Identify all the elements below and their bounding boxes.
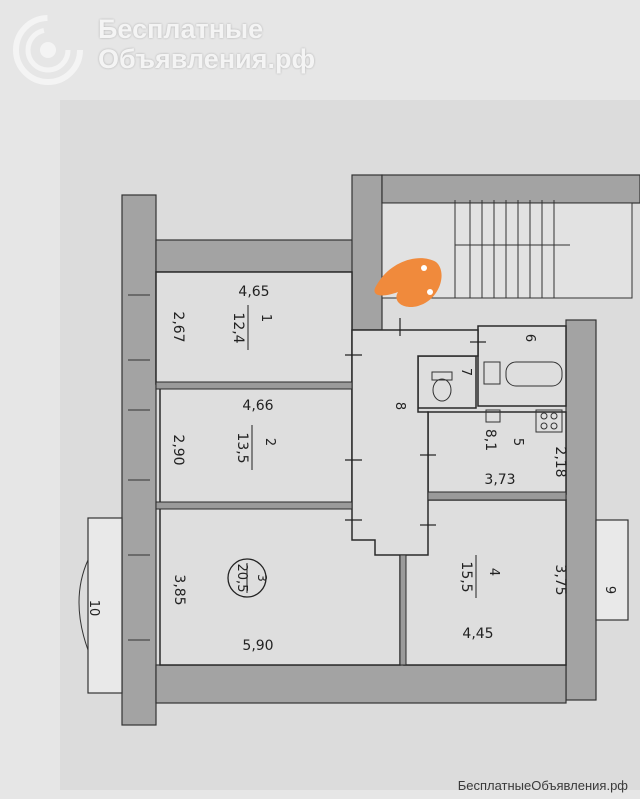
room-3-width: 5,90 bbox=[242, 638, 273, 654]
orange-mark-dot bbox=[427, 289, 433, 295]
room-9-number: 9 bbox=[602, 586, 617, 594]
bathtub-icon bbox=[505, 361, 563, 387]
balcony-10 bbox=[78, 517, 123, 694]
room-5-width: 3,73 bbox=[484, 472, 515, 488]
footer-watermark: БесплатныеОбъявления.рф bbox=[457, 778, 628, 793]
room-1-area: 12,4 bbox=[230, 312, 246, 343]
kitchen-sink-icon bbox=[485, 409, 501, 423]
room-7-outline bbox=[417, 355, 477, 409]
room-2-number: 2 bbox=[262, 438, 277, 446]
room-8-number: 8 bbox=[392, 402, 407, 410]
room-10-number: 10 bbox=[86, 600, 101, 617]
room-4-number: 4 bbox=[486, 568, 501, 576]
room-3-area: 20,5 bbox=[234, 564, 249, 593]
room-5-number: 5 bbox=[510, 438, 525, 446]
watermark-title: Бесплатные Объявления.рф bbox=[98, 14, 315, 74]
toilet-icon bbox=[432, 378, 452, 402]
room-4-area: 15,5 bbox=[458, 561, 474, 592]
orange-mark-dot bbox=[421, 265, 427, 271]
room-1-number: 1 bbox=[258, 314, 273, 322]
room-1-width: 4,65 bbox=[238, 284, 269, 300]
sink-icon bbox=[483, 361, 501, 385]
room-3-height: 3,85 bbox=[171, 574, 187, 605]
room-2-outline bbox=[159, 387, 353, 504]
room-6-number: 6 bbox=[522, 334, 537, 342]
room-4-height: 3,75 bbox=[552, 564, 568, 595]
room-4-width: 4,45 bbox=[462, 626, 493, 642]
partition-walls bbox=[155, 381, 567, 666]
left-windows bbox=[128, 294, 150, 641]
watermark-line-2: Объявления.рф bbox=[98, 44, 316, 74]
room-3-circle bbox=[227, 558, 267, 598]
watermark-line-1: Бесплатные bbox=[98, 14, 264, 44]
corridor-8-outline bbox=[351, 329, 479, 556]
room-3-number: 3 bbox=[255, 574, 269, 582]
stove-icon bbox=[535, 409, 563, 433]
balcony-9 bbox=[595, 519, 629, 621]
room-5-height: 2,18 bbox=[552, 446, 568, 477]
toilet-tank-icon bbox=[431, 371, 453, 381]
room-1-outline bbox=[155, 271, 353, 385]
room-5-area: 8,1 bbox=[482, 429, 498, 451]
door-ticks bbox=[345, 318, 486, 526]
room-6-outline bbox=[477, 325, 567, 407]
room-2-width: 4,66 bbox=[242, 398, 273, 414]
room-2-area: 13,5 bbox=[234, 432, 250, 463]
room-1-height: 2,67 bbox=[170, 311, 186, 342]
room-7-number: 7 bbox=[458, 368, 473, 376]
watermark-logo-icon bbox=[13, 15, 83, 85]
room-2-height: 2,90 bbox=[170, 434, 186, 465]
